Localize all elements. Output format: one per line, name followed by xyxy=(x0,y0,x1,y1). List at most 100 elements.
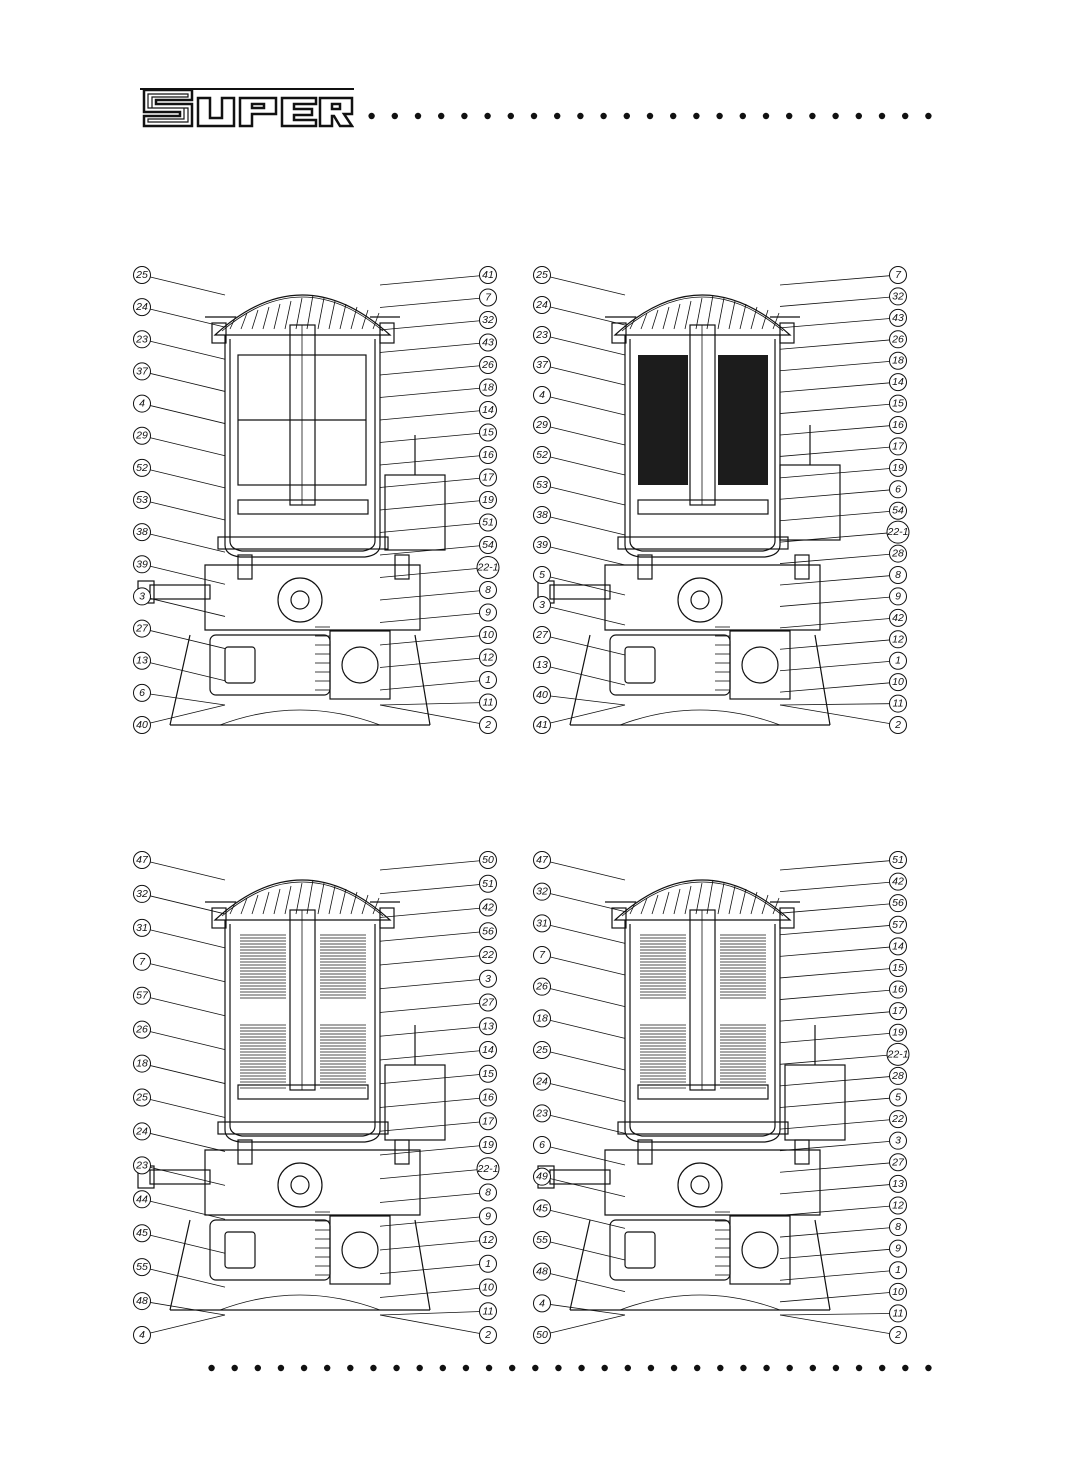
callout-57: 57 xyxy=(889,915,907,934)
callout-2: 2 xyxy=(889,1326,907,1344)
svg-text:4: 4 xyxy=(539,389,545,401)
svg-text:49: 49 xyxy=(536,1171,548,1183)
svg-text:42: 42 xyxy=(892,612,904,624)
svg-text:3: 3 xyxy=(485,973,491,985)
callout-25: 25 xyxy=(133,1088,151,1107)
callout-24: 24 xyxy=(133,298,151,317)
callout-5: 5 xyxy=(533,566,551,584)
svg-text:12: 12 xyxy=(892,1199,904,1211)
callout-32: 32 xyxy=(479,311,497,329)
callout-8: 8 xyxy=(479,1183,497,1202)
callout-group: 4732317261825242364945554845051425657141… xyxy=(533,851,910,1344)
callout-28: 28 xyxy=(889,544,907,563)
svg-text:18: 18 xyxy=(482,382,494,394)
svg-text:5: 5 xyxy=(539,569,545,581)
svg-text:47: 47 xyxy=(536,854,549,866)
callout-12: 12 xyxy=(479,648,497,667)
callout-29: 29 xyxy=(533,416,551,434)
svg-text:32: 32 xyxy=(136,888,148,900)
callout-12: 12 xyxy=(889,630,907,649)
svg-text:25: 25 xyxy=(535,269,548,281)
svg-text:19: 19 xyxy=(482,494,494,506)
svg-text:8: 8 xyxy=(895,569,901,581)
svg-text:13: 13 xyxy=(482,1020,494,1032)
svg-text:55: 55 xyxy=(136,1261,148,1273)
callout-37: 37 xyxy=(133,362,151,381)
svg-text:18: 18 xyxy=(536,1012,548,1024)
callout-25: 25 xyxy=(133,266,151,284)
callout-53: 53 xyxy=(133,491,151,509)
svg-text:25: 25 xyxy=(135,1092,148,1104)
svg-text:7: 7 xyxy=(139,956,146,968)
callout-24: 24 xyxy=(533,1072,551,1091)
svg-text:14: 14 xyxy=(482,404,494,416)
svg-text:14: 14 xyxy=(482,1044,494,1056)
svg-text:32: 32 xyxy=(536,886,548,898)
svg-text:5: 5 xyxy=(895,1092,901,1104)
callout-57: 57 xyxy=(133,986,151,1005)
svg-text:1: 1 xyxy=(485,1258,491,1270)
svg-text:8: 8 xyxy=(485,1187,491,1199)
callout-23: 23 xyxy=(133,330,151,349)
svg-text:26: 26 xyxy=(891,333,904,345)
callout-5: 5 xyxy=(889,1088,907,1107)
svg-text:13: 13 xyxy=(136,655,148,667)
svg-text:39: 39 xyxy=(536,539,548,551)
svg-text:45: 45 xyxy=(536,1202,548,1214)
callout-17: 17 xyxy=(889,437,907,456)
callout-17: 17 xyxy=(479,468,497,487)
callout-group: 2524233742952533839532713404173243261814… xyxy=(533,266,910,734)
svg-text:42: 42 xyxy=(892,876,904,888)
callout-17: 17 xyxy=(479,1112,497,1131)
callout-43: 43 xyxy=(889,308,907,327)
callout-1: 1 xyxy=(889,1261,907,1280)
svg-text:10: 10 xyxy=(482,1282,494,1294)
svg-text:29: 29 xyxy=(135,430,148,442)
callout-55: 55 xyxy=(533,1231,551,1249)
callout-22-1: 22-1 xyxy=(886,1042,910,1066)
callout-4: 4 xyxy=(533,1294,551,1313)
svg-text:15: 15 xyxy=(482,1068,494,1080)
svg-text:23: 23 xyxy=(535,1107,548,1119)
callout-32: 32 xyxy=(533,882,551,901)
callout-50: 50 xyxy=(533,1326,551,1344)
callout-31: 31 xyxy=(133,918,151,937)
svg-text:16: 16 xyxy=(482,449,494,461)
callout-51: 51 xyxy=(479,513,497,532)
svg-text:50: 50 xyxy=(482,854,494,866)
svg-text:31: 31 xyxy=(536,917,548,929)
callout-13: 13 xyxy=(533,656,551,674)
svg-text:13: 13 xyxy=(536,659,548,671)
svg-text:1: 1 xyxy=(485,674,491,686)
svg-text:6: 6 xyxy=(139,687,145,699)
svg-text:1: 1 xyxy=(895,655,901,667)
callout-22-1: 22-1 xyxy=(886,520,910,544)
callout-47: 47 xyxy=(133,851,151,869)
svg-text:28: 28 xyxy=(891,1070,904,1082)
svg-text:39: 39 xyxy=(136,558,148,570)
callout-51: 51 xyxy=(479,874,497,893)
svg-text:17: 17 xyxy=(892,440,905,452)
callout-16: 16 xyxy=(889,980,907,999)
pump-filter-drawing xyxy=(537,294,841,726)
callout-12: 12 xyxy=(479,1231,497,1249)
callout-7: 7 xyxy=(133,952,151,971)
callout-32: 32 xyxy=(133,884,151,903)
callout-44: 44 xyxy=(133,1190,151,1209)
callout-6: 6 xyxy=(889,480,907,499)
svg-text:7: 7 xyxy=(539,949,546,961)
svg-text:12: 12 xyxy=(892,633,904,645)
svg-text:12: 12 xyxy=(482,652,494,664)
callout-31: 31 xyxy=(533,914,551,933)
callout-48: 48 xyxy=(533,1262,551,1281)
callout-3: 3 xyxy=(479,969,497,988)
callout-11: 11 xyxy=(889,1304,907,1323)
svg-text:47: 47 xyxy=(136,854,149,866)
svg-text:31: 31 xyxy=(136,922,148,934)
svg-text:18: 18 xyxy=(136,1058,148,1070)
svg-text:10: 10 xyxy=(892,1286,904,1298)
callout-49: 49 xyxy=(533,1167,551,1186)
